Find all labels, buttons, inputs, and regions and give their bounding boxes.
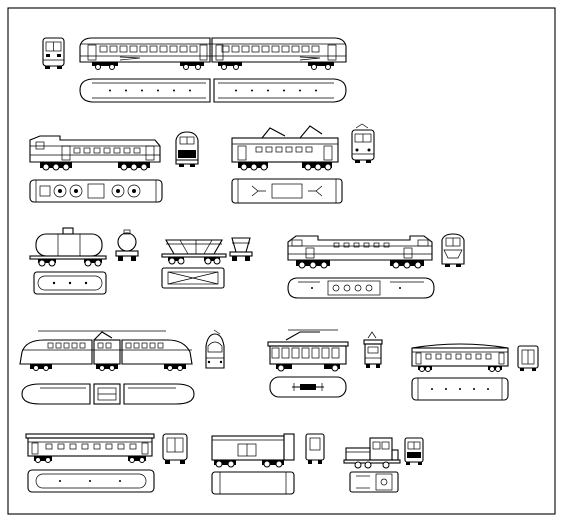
large-diesel-side-elevation [287, 235, 433, 269]
diesel-hood-side-elevation [29, 135, 161, 171]
shunter-side-elevation [343, 437, 401, 469]
coach-plan [411, 377, 509, 401]
hopper-side-elevation [161, 239, 227, 265]
hst-plan [21, 383, 195, 405]
box-van-plan [211, 471, 295, 495]
hst-side-elevation [19, 330, 193, 371]
electric-plan [231, 178, 343, 204]
diesel-hood-plan [29, 179, 163, 203]
tank-wagon-side-elevation [29, 227, 107, 267]
emu-plan [79, 78, 347, 103]
large-diesel-plan [287, 277, 435, 299]
diesel-hood-front-elevation [175, 131, 199, 167]
shunter-plan [349, 471, 399, 493]
hopper-plan [161, 267, 225, 289]
box-van-side-elevation [211, 433, 295, 468]
tram-plan [269, 376, 347, 398]
electric-side-elevation [231, 125, 339, 171]
coach-end-elevation [517, 345, 539, 371]
electric-front-elevation [351, 123, 375, 163]
platform-coach-side-elevation [25, 433, 155, 463]
platform-coach-end-elevation [162, 433, 188, 464]
hst-front-elevation [205, 329, 225, 369]
emu-front-elevation [42, 37, 65, 69]
shunter-front-elevation [404, 437, 424, 465]
large-diesel-front-elevation [441, 233, 465, 267]
tank-wagon-end-elevation [115, 229, 139, 261]
tram-front-elevation [363, 331, 383, 368]
emu-side-elevation [79, 37, 347, 70]
tram-side-elevation [267, 329, 349, 372]
hopper-end-elevation [229, 237, 253, 261]
sheet-border [7, 7, 556, 515]
box-van-end-elevation [305, 433, 325, 464]
coach-side-elevation [411, 343, 509, 372]
tank-wagon-plan [33, 271, 107, 295]
platform-coach-plan [27, 469, 155, 493]
